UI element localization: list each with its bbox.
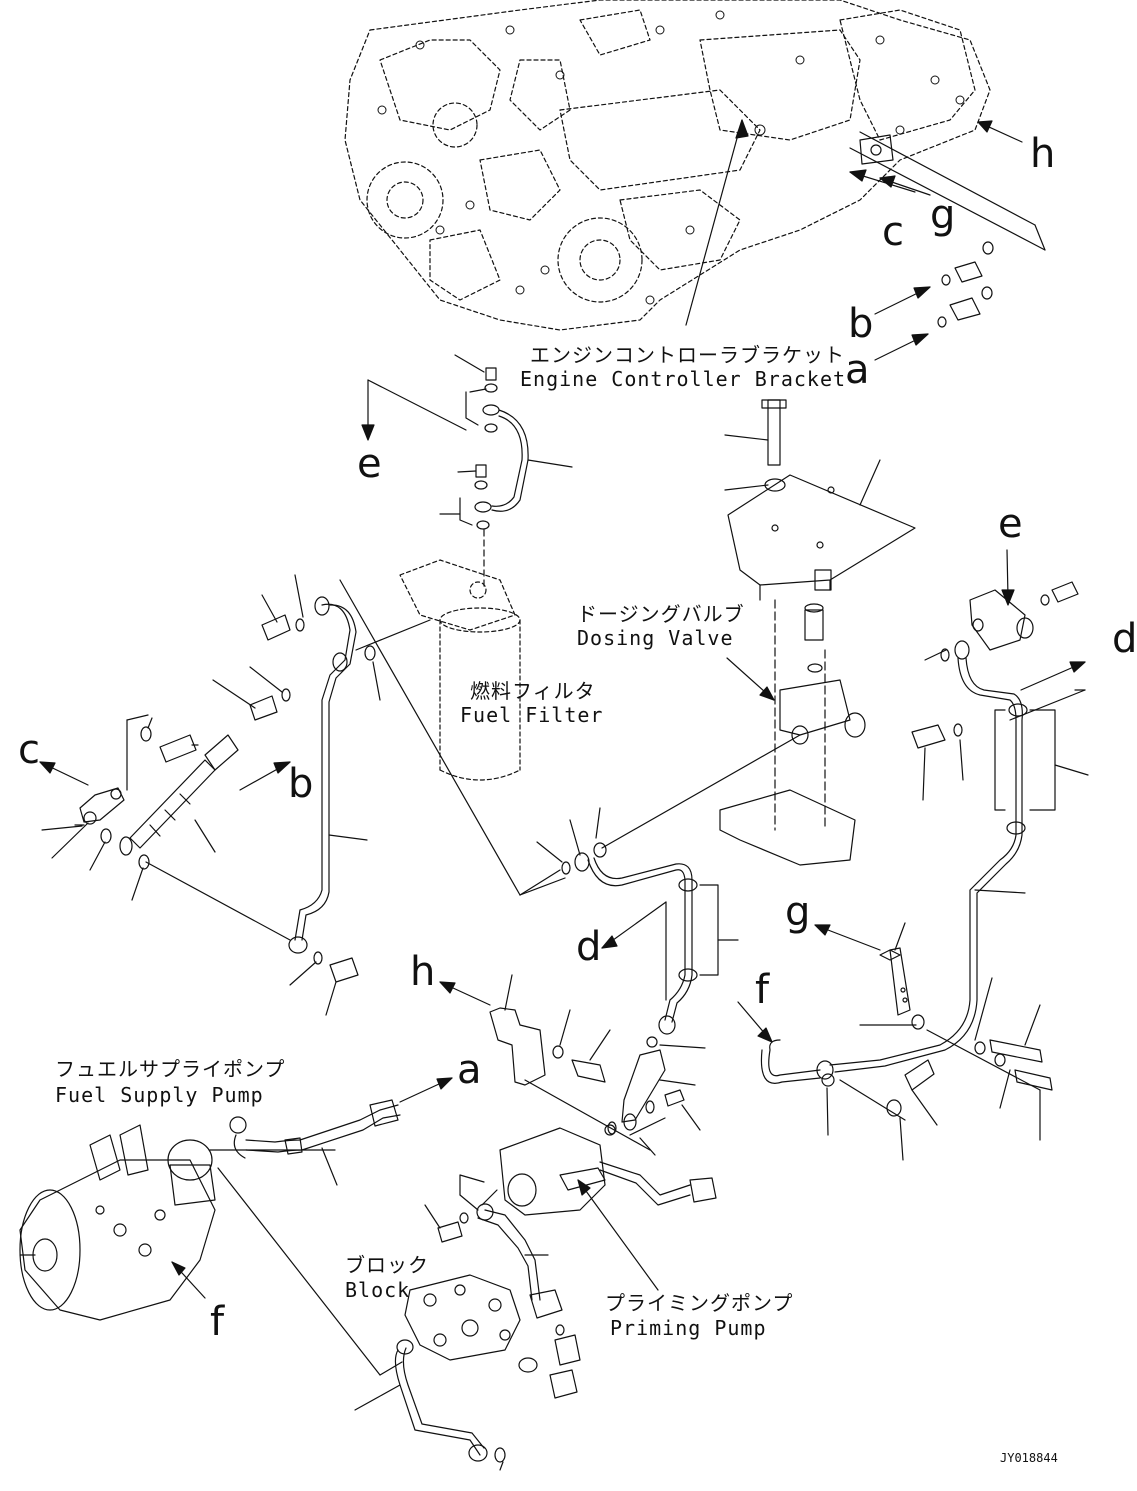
ref-e-left: e bbox=[357, 441, 382, 487]
ref-a-top: a bbox=[845, 347, 870, 393]
ref-g-right: g bbox=[785, 889, 810, 935]
bolt-right-upper bbox=[912, 724, 962, 748]
valve-fitting-e bbox=[970, 582, 1078, 650]
fuel-filter-label-en: Fuel Filter bbox=[460, 703, 603, 727]
fuel-supply-pump-label-en: Fuel Supply Pump bbox=[55, 1083, 264, 1107]
ref-d-center: d bbox=[576, 924, 601, 970]
bolts-right-lower bbox=[822, 1040, 1052, 1116]
engine-block bbox=[345, 0, 990, 330]
ref-c-left: c bbox=[18, 727, 40, 773]
adapter-fitting-a bbox=[938, 287, 992, 327]
engine-controller-bracket-label-jp: エンジンコントローラブラケット bbox=[530, 343, 845, 367]
clamp-g bbox=[880, 948, 910, 1015]
dosing-valve bbox=[720, 600, 865, 865]
bracket-h bbox=[490, 1008, 605, 1085]
engine-controller-bracket-label-en: Engine Controller Bracket bbox=[520, 367, 846, 391]
ref-b-left: b bbox=[288, 761, 313, 807]
ref-c-top: c bbox=[882, 209, 904, 255]
ref-f-lower: f bbox=[210, 1299, 225, 1345]
banjo-f bbox=[608, 1037, 684, 1134]
ref-d-right: d bbox=[1112, 616, 1137, 662]
labels: エンジンコントローラブラケット Engine Controller Bracke… bbox=[55, 343, 1058, 1465]
priming-pump-label-en: Priming Pump bbox=[610, 1316, 767, 1340]
dosing-valve-label-jp: ドージングバルブ bbox=[577, 602, 745, 626]
block-label-jp: ブロック bbox=[345, 1253, 429, 1277]
clamp-c bbox=[75, 727, 196, 869]
block bbox=[395, 1275, 580, 1462]
drawing-code: JY018844 bbox=[1000, 1451, 1058, 1465]
priming-pump-label-jp: プライミングポンプ bbox=[605, 1291, 793, 1315]
fuel-pipe-left bbox=[289, 597, 356, 953]
ref-g-top: g bbox=[930, 192, 955, 238]
banjo-bolts-left bbox=[250, 615, 375, 982]
fuel-supply-pump bbox=[20, 1100, 400, 1320]
ref-f-center: f bbox=[755, 967, 770, 1013]
priming-pump bbox=[438, 1125, 716, 1318]
block-label-en: Block bbox=[345, 1278, 410, 1302]
reference-letters: h c g b a e e d c b d g h f a f bbox=[18, 131, 1137, 1345]
dosing-valve-label-en: Dosing Valve bbox=[577, 626, 734, 650]
pipe-d-right bbox=[761, 641, 1027, 1083]
fuel-supply-pump-label-jp: フュエルサプライポンプ bbox=[55, 1057, 285, 1081]
ref-e-right: e bbox=[998, 501, 1023, 547]
hose-b bbox=[120, 735, 238, 855]
ref-a-lower: a bbox=[457, 1047, 482, 1093]
fuel-filter bbox=[400, 560, 520, 780]
fuel-filter-label-jp: 燃料フィルタ bbox=[470, 679, 596, 703]
adapter-fitting-b bbox=[942, 242, 993, 285]
engine-controller-bracket bbox=[728, 400, 915, 600]
ref-h-center: h bbox=[410, 949, 435, 995]
pipe-d-center bbox=[562, 843, 697, 1034]
pipe-e bbox=[475, 368, 528, 590]
ref-b-top: b bbox=[848, 301, 873, 347]
ref-h-top: h bbox=[1030, 131, 1055, 177]
